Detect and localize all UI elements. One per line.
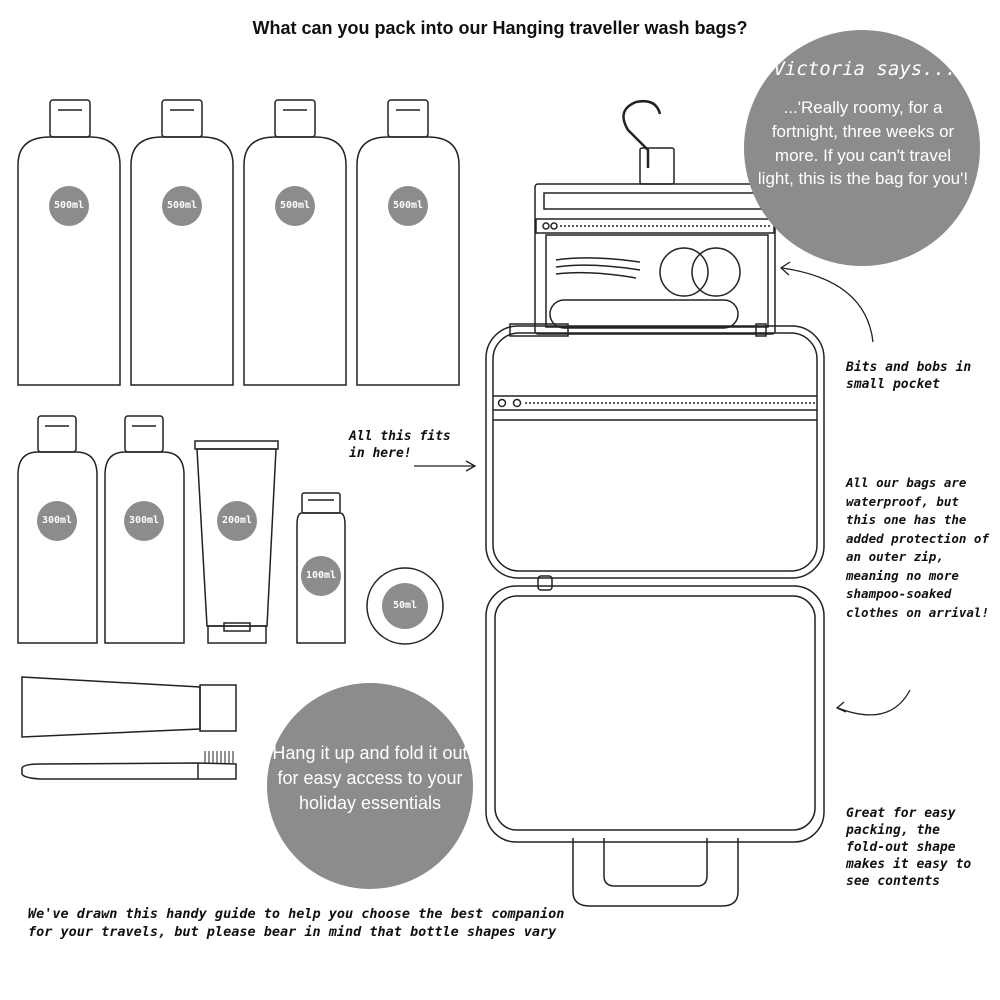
hang-bubble-text: Hang it up and fold it out for easy acce…	[272, 743, 468, 814]
victoria-quote: ...'Really roomy, for a fortnight, three…	[757, 98, 969, 189]
note-all-this-fits: All this fits in here!	[349, 429, 451, 461]
bottle-300ml-1	[17, 415, 98, 644]
note-easy-packing: Great for easy packing, the fold-out sha…	[846, 806, 972, 889]
arrow-to-outer-zip	[835, 689, 911, 716]
arrow-to-inside	[414, 460, 477, 472]
hang-bubble	[267, 683, 473, 889]
wash-bag	[485, 100, 825, 907]
tube-200ml	[194, 440, 279, 644]
victoria-heading: Victoria says...	[773, 58, 957, 80]
size-label: 300ml	[128, 515, 160, 526]
page-title: What can you pack into our Hanging trave…	[252, 18, 748, 38]
toothpaste-tube	[21, 676, 237, 738]
size-label: 50ml	[392, 600, 418, 611]
note-waterproof: All our bags are waterproof, but this on…	[846, 475, 989, 620]
size-label: 500ml	[279, 200, 311, 211]
arrow-to-pocket	[779, 261, 874, 343]
bottle-100ml	[296, 492, 346, 644]
size-label: 500ml	[166, 200, 198, 211]
bottle-500ml-4	[356, 99, 460, 386]
jar-50ml	[366, 567, 444, 645]
toothbrush	[21, 751, 237, 780]
size-label: 300ml	[41, 515, 73, 526]
bottle-500ml-2	[130, 99, 234, 386]
note-bits-and-bobs: Bits and bobs in small pocket	[846, 360, 972, 392]
size-label: 500ml	[392, 200, 424, 211]
note-guide: We've drawn this handy guide to help you…	[28, 906, 565, 940]
bottle-500ml-1	[17, 99, 121, 386]
bottle-300ml-2	[104, 415, 185, 644]
bottle-500ml-3	[243, 99, 347, 386]
size-label: 500ml	[53, 200, 85, 211]
size-label: 100ml	[305, 570, 337, 581]
size-label: 200ml	[221, 515, 253, 526]
victoria-bubble	[744, 30, 980, 266]
